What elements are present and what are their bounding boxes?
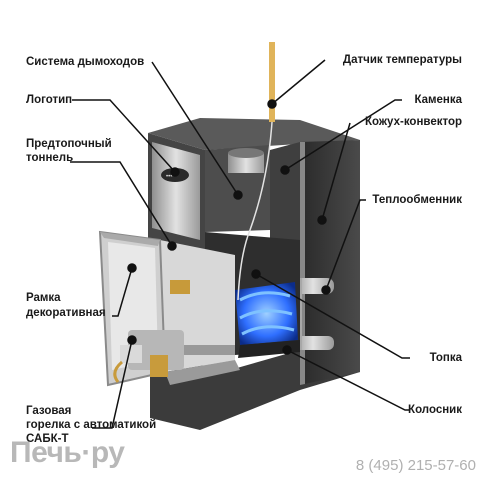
phone-number: 8 (495) 215-57-60 — [355, 457, 476, 474]
label-heat-exchanger: Теплообменник — [372, 194, 462, 206]
label-gas-burner-line3: САБК-Т — [26, 433, 69, 445]
svg-text:••••: •••• — [166, 174, 174, 180]
label-temperature-sensor: Датчик температуры — [342, 54, 462, 66]
label-prefurnace-tunnel-line1: Предтопочный — [26, 138, 112, 150]
leader-lines-left — [70, 61, 243, 429]
temperature-sensor-rod — [269, 42, 275, 122]
label-chimney-system: Система дымоходов — [26, 56, 145, 68]
leader-lines-right — [251, 59, 410, 411]
casing-convector — [300, 140, 360, 385]
brand-logo: Печь·ру — [10, 436, 125, 469]
gas-valve — [150, 355, 168, 377]
label-casing-convector: Кожух-конвектор — [365, 116, 462, 128]
label-grate: Колосник — [408, 404, 462, 416]
label-frame-line1: Рамка — [26, 292, 61, 304]
stone-box — [270, 142, 300, 245]
label-gas-burner-line1: Газовая — [26, 405, 72, 417]
logo-panel — [152, 142, 200, 240]
chimney-collar — [228, 153, 264, 173]
label-firebox: Топка — [429, 352, 462, 364]
label-stone-box: Каменка — [414, 94, 462, 106]
sensor-wire — [237, 121, 273, 301]
tunnel-plate — [170, 280, 190, 294]
label-frame-line2: декоративная — [26, 307, 106, 319]
label-logo: Логотип — [26, 94, 73, 106]
label-prefurnace-tunnel-line2: тоннель — [26, 152, 74, 164]
label-gas-burner-line2: горелка с автоматикой — [26, 419, 157, 431]
